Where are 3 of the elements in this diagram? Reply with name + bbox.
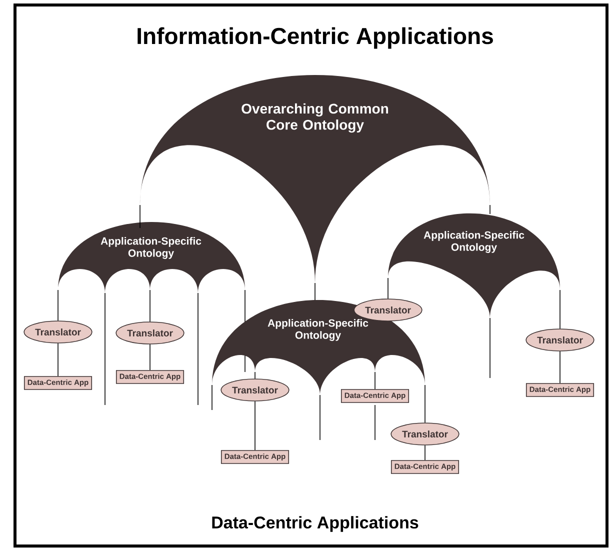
bottom-label: Data-Centric Applications	[212, 516, 418, 532]
title: Information-Centric Applications	[138, 27, 493, 49]
umbrella-canopy: Application-Specific Ontology	[58, 222, 245, 293]
